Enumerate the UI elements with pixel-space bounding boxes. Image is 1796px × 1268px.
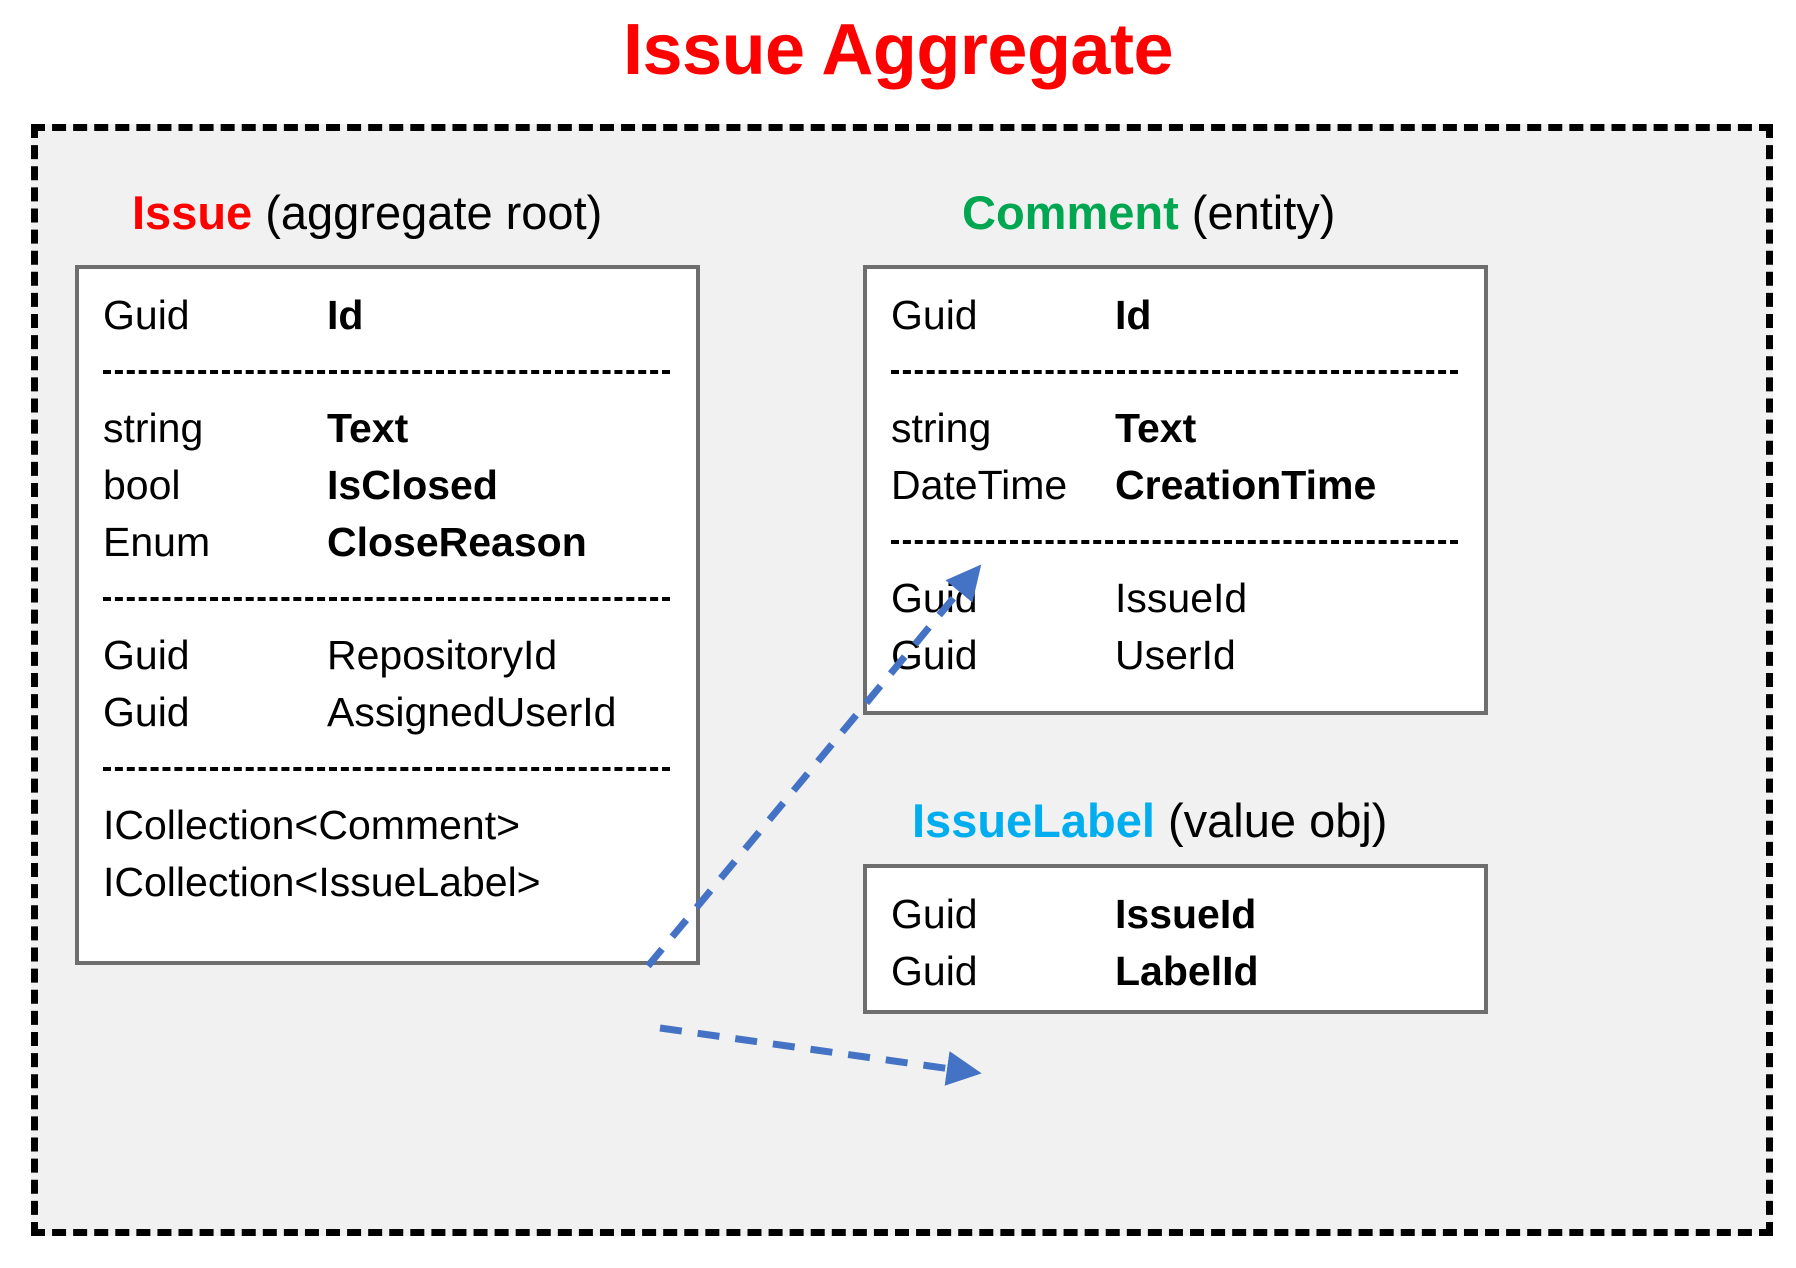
entity-name-issue: Issue [132,186,253,239]
field-row: string Text [79,400,696,457]
field-name: Text [327,405,409,451]
field-separator [103,597,670,601]
field-name: IsClosed [327,462,498,508]
field-separator [891,370,1458,374]
field-row: bool IsClosed [79,457,696,514]
field-row: string Text [867,400,1484,457]
entity-name-comment: Comment [962,186,1179,239]
entity-heading-comment: Comment (entity) [962,189,1335,236]
class-box-comment: Guid Id string Text DateTime CreationTim… [863,265,1488,715]
field-name: CreationTime [1115,462,1377,508]
field-row: ICollection<IssueLabel> [79,854,696,911]
field-row: DateTime CreationTime [867,457,1484,514]
class-box-issue: Guid Id string Text bool IsClosed Enum C… [75,265,700,965]
field-group: string Text DateTime CreationTime [867,400,1484,514]
field-type: DateTime [891,462,1068,508]
class-box-issue-body: Guid Id string Text bool IsClosed Enum C… [79,269,696,925]
field-row: Guid Id [79,287,696,344]
field-type: Guid [891,948,978,994]
field-name: CloseReason [327,519,587,565]
field-row: Guid LabelId [867,943,1484,1000]
field-type: Guid [103,632,190,678]
field-row: Guid UserId [867,627,1484,684]
field-group: string Text bool IsClosed Enum CloseReas… [79,400,696,571]
field-type: Guid [891,575,978,621]
field-group: ICollection<Comment> ICollection<IssueLa… [79,797,696,911]
field-type: string [103,405,204,451]
field-row: ICollection<Comment> [79,797,696,854]
field-group: Guid Id [867,287,1484,344]
field-type: string [891,405,992,451]
field-name: IssueId [1115,575,1248,621]
entity-stereotype-comment: (entity) [1191,186,1336,239]
field-row: Guid Id [867,287,1484,344]
page-title: Issue Aggregate [622,10,1174,90]
field-name: Id [1115,292,1152,338]
field-row: Guid AssignedUserId [79,684,696,741]
field-row: Enum CloseReason [79,514,696,571]
field-type: ICollection<IssueLabel> [103,859,541,905]
field-name: AssignedUserId [327,689,617,735]
field-type: Guid [103,689,190,735]
class-box-issuelabel-body: Guid IssueId Guid LabelId [867,868,1484,1014]
entity-stereotype-issue: (aggregate root) [265,186,603,239]
field-type: Guid [103,292,190,338]
field-group: Guid Id [79,287,696,344]
entity-stereotype-issuelabel: (value obj) [1168,794,1388,847]
field-name: LabelId [1115,948,1259,994]
field-type: Guid [891,891,978,937]
field-row: Guid RepositoryId [79,627,696,684]
field-type: Enum [103,519,211,565]
field-type: bool [103,462,181,508]
class-box-comment-body: Guid Id string Text DateTime CreationTim… [867,269,1484,698]
field-group: Guid IssueId Guid LabelId [867,886,1484,1000]
field-separator [103,370,670,374]
field-row: Guid IssueId [867,886,1484,943]
entity-heading-issuelabel: IssueLabel (value obj) [912,797,1387,844]
field-name: Id [327,292,364,338]
class-box-issuelabel: Guid IssueId Guid LabelId [863,864,1488,1014]
field-type: Guid [891,632,978,678]
field-row: Guid IssueId [867,570,1484,627]
field-type: Guid [891,292,978,338]
field-separator [891,540,1458,544]
field-group: Guid RepositoryId Guid AssignedUserId [79,627,696,741]
field-name: Text [1115,405,1197,451]
field-type: ICollection<Comment> [103,802,521,848]
field-name: RepositoryId [327,632,558,678]
entity-name-issuelabel: IssueLabel [912,794,1155,847]
field-name: IssueId [1115,891,1257,937]
field-group: Guid IssueId Guid UserId [867,570,1484,684]
entity-heading-issue: Issue (aggregate root) [132,189,602,236]
field-name: UserId [1115,632,1236,678]
field-separator [103,767,670,771]
